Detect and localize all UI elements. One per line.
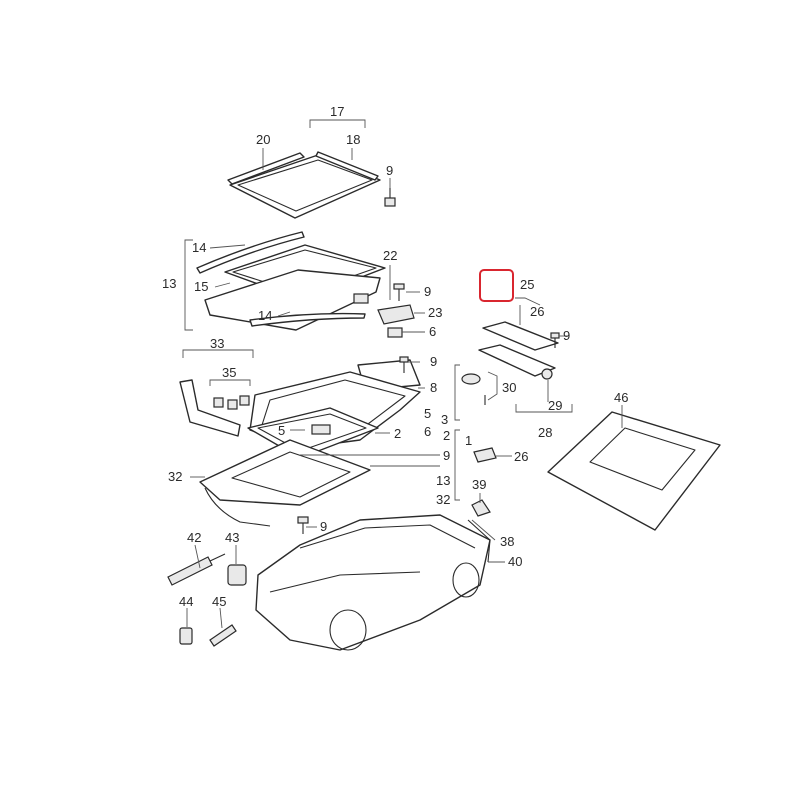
callout-6-b: 6 <box>424 424 431 439</box>
rail-29 <box>478 344 556 380</box>
clip-6 <box>387 327 403 338</box>
rail-26 <box>482 321 559 351</box>
callout-32-b: 32 <box>436 492 450 507</box>
callout-26-a: 26 <box>530 304 544 319</box>
seal-strip-18 <box>315 151 379 181</box>
callout-46: 46 <box>614 390 628 405</box>
part-5 <box>311 424 331 435</box>
bolt-9d <box>399 356 409 373</box>
callout-22: 22 <box>383 248 397 263</box>
callout-18: 18 <box>346 132 360 147</box>
callout-30: 30 <box>502 380 516 395</box>
callout-26-b: 26 <box>514 449 528 464</box>
callout-9-e: 9 <box>443 448 450 463</box>
glass-panel-20 <box>229 154 381 219</box>
callout-9-b: 9 <box>424 284 431 299</box>
callout-9-f: 9 <box>320 519 327 534</box>
tool-44 <box>179 627 193 645</box>
callout-45: 45 <box>212 594 226 609</box>
seal-14-upper <box>196 231 305 274</box>
callout-9-a: 9 <box>386 163 393 178</box>
bracket-23 <box>377 304 415 325</box>
callout-38: 38 <box>500 534 514 549</box>
leader-lines <box>182 119 623 629</box>
bolt-9f <box>297 516 309 534</box>
tool-42 <box>167 553 226 586</box>
callout-6-a: 6 <box>429 324 436 339</box>
bracket-22 <box>353 293 369 304</box>
frame-outer <box>204 269 381 331</box>
callout-35: 35 <box>222 365 236 380</box>
callout-3: 3 <box>441 412 448 427</box>
callout-40: 40 <box>508 554 522 569</box>
callout-39: 39 <box>472 477 486 492</box>
callout-14-b: 14 <box>258 308 272 323</box>
bolt-9a <box>384 188 396 207</box>
callout-23: 23 <box>428 305 442 320</box>
callout-33: 33 <box>210 336 224 351</box>
brace-13 <box>184 239 193 331</box>
glass-roof-46 <box>547 411 721 531</box>
callout-13-a: 13 <box>162 276 176 291</box>
callout-2-a: 2 <box>394 426 401 441</box>
car-illustration <box>255 514 491 651</box>
callout-25: 25 <box>520 277 534 292</box>
tool-45 <box>209 624 237 647</box>
lower-frame-32 <box>199 439 371 527</box>
highlight-box-25 <box>479 269 514 302</box>
callout-15: 15 <box>194 279 208 294</box>
callout-5-a: 5 <box>424 406 431 421</box>
callout-14-a: 14 <box>192 240 206 255</box>
callout-29: 29 <box>548 398 562 413</box>
tool-43 <box>227 564 247 586</box>
clips-35 <box>213 395 250 410</box>
callout-28: 28 <box>538 425 552 440</box>
callout-13-b: 13 <box>436 473 450 488</box>
callout-9-d: 9 <box>430 354 437 369</box>
bolt-9b <box>393 283 405 301</box>
callout-2-b: 2 <box>443 428 450 443</box>
callout-17: 17 <box>330 104 344 119</box>
callout-20: 20 <box>256 132 270 147</box>
callout-43: 43 <box>225 530 239 545</box>
part-26b <box>473 447 497 463</box>
callout-44: 44 <box>179 594 193 609</box>
bolt-9c <box>550 332 560 348</box>
callout-1: 1 <box>465 433 472 448</box>
callout-5-b: 5 <box>278 423 285 438</box>
callout-32-a: 32 <box>168 469 182 484</box>
wind-deflector-33 <box>179 379 241 437</box>
callout-8: 8 <box>430 380 437 395</box>
seal-14-lower <box>249 312 366 327</box>
clips-30 <box>461 373 486 405</box>
seal-strip-20 <box>227 152 305 185</box>
callout-42: 42 <box>187 530 201 545</box>
callout-9-c: 9 <box>563 328 570 343</box>
part-39 <box>471 499 491 517</box>
